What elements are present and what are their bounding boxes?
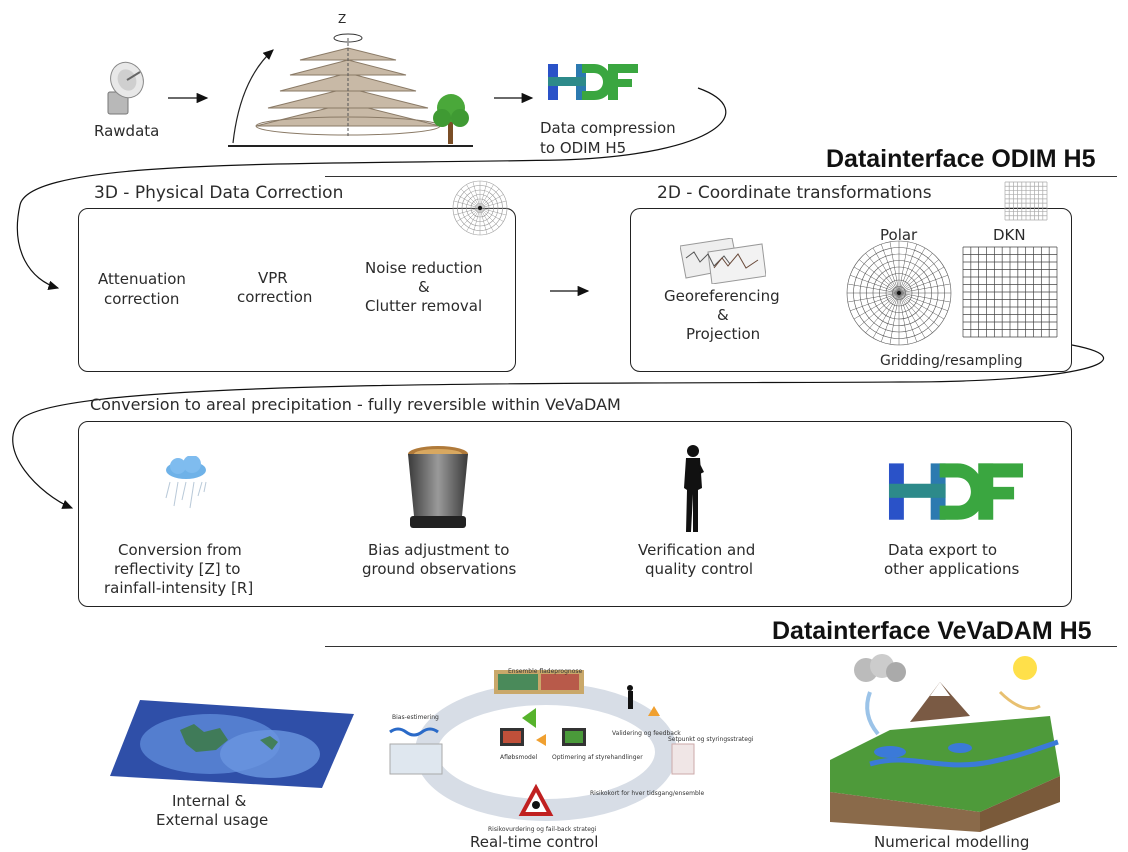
dkn-label: DKN xyxy=(993,226,1026,244)
cartesian-grid-icon xyxy=(962,246,1058,338)
rain-gauge-icon xyxy=(404,444,472,534)
rawdata-label: Rawdata xyxy=(94,122,160,140)
radar-map-illustration xyxy=(110,700,354,788)
radar-scan-cones-illustration xyxy=(228,8,478,150)
divider-odim xyxy=(325,176,1117,177)
rain-cloud-icon xyxy=(160,455,214,516)
georeferenced-map-illustration xyxy=(679,237,767,285)
polar-label: Polar xyxy=(880,226,918,244)
noise-line2: & xyxy=(418,278,430,296)
georef-line1: Georeferencing xyxy=(664,287,780,305)
hdf-logo-export xyxy=(886,454,1026,526)
hdf-logo-top xyxy=(546,58,640,104)
coordinate-section-title: 2D - Coordinate transformations xyxy=(657,183,932,203)
conversion-box xyxy=(78,421,1072,607)
compression-label-line2: to ODIM H5 xyxy=(540,139,627,157)
physical-correction-box xyxy=(78,208,516,372)
conversion-step3-line1: Verification and xyxy=(638,541,756,559)
rt-setpoint-label: Setpunkt og styringsstrategi xyxy=(668,736,754,743)
polar-grid-small-icon xyxy=(452,180,508,236)
radar-antenna-icon xyxy=(100,58,150,118)
conversion-step2-line2: ground observations xyxy=(362,560,517,578)
rt-optim-label: Optimering af styrehandlinger xyxy=(552,754,643,761)
conversion-step1-line1: Conversion from xyxy=(118,541,242,559)
noise-line1: Noise reduction xyxy=(365,259,483,277)
numerical-modelling-label: Numerical modelling xyxy=(874,833,1030,851)
rt-feedback-label: Validering og feedback xyxy=(612,730,681,737)
georef-line3: Projection xyxy=(686,325,761,343)
noise-line3: Clutter removal xyxy=(365,297,483,315)
realtime-control-label: Real-time control xyxy=(470,833,599,851)
attenuation-line1: Attenuation xyxy=(98,270,186,288)
datainterface-odim-title: Datainterface ODIM H5 xyxy=(826,145,1096,173)
georef-line2: & xyxy=(717,306,729,324)
coordinate-transform-box xyxy=(630,208,1072,372)
realtime-control-cycle-illustration xyxy=(386,668,696,830)
conversion-section-title: Conversion to areal precipitation - full… xyxy=(90,395,621,414)
divider-vevadam xyxy=(325,646,1117,647)
internal-usage-line2: External usage xyxy=(156,811,269,829)
vpr-line2: correction xyxy=(237,288,313,306)
vpr-line1: VPR xyxy=(258,269,288,287)
internal-usage-line1: Internal & xyxy=(172,792,247,810)
rt-bias-label: Bias-estimering xyxy=(392,714,439,721)
person-silhouette-icon xyxy=(678,444,708,534)
attenuation-line2: correction xyxy=(104,290,180,308)
conversion-step1-line3: rainfall-intensity [R] xyxy=(104,579,254,597)
physical-section-title: 3D - Physical Data Correction xyxy=(94,183,344,203)
grid-small-icon xyxy=(1004,181,1048,221)
conversion-step1-line2: reflectivity [Z] to xyxy=(114,560,241,578)
rt-lead-label: Risikokort for hver tidsgang/ensemble xyxy=(590,790,705,797)
polar-grid-icon xyxy=(846,240,952,346)
datainterface-vevadam-title: Datainterface VeVaDAM H5 xyxy=(772,617,1092,645)
compression-label-line1: Data compression xyxy=(540,119,676,137)
conversion-step4-line2: other applications xyxy=(884,560,1020,578)
z-axis-label: Z xyxy=(338,12,347,26)
conversion-step4-line1: Data export to xyxy=(888,541,997,559)
rt-afloeb-label: Afløbsmodel xyxy=(500,754,538,761)
hydrological-cycle-illustration xyxy=(830,652,1060,832)
rt-ensemble-label: Ensemble fladeprognose xyxy=(508,668,583,675)
conversion-step2-line1: Bias adjustment to xyxy=(368,541,510,559)
conversion-step3-line2: quality control xyxy=(645,560,754,578)
gridding-label: Gridding/resampling xyxy=(880,353,1023,369)
rt-risk-label: Risikovurdering og fail-back strategi xyxy=(488,826,597,833)
